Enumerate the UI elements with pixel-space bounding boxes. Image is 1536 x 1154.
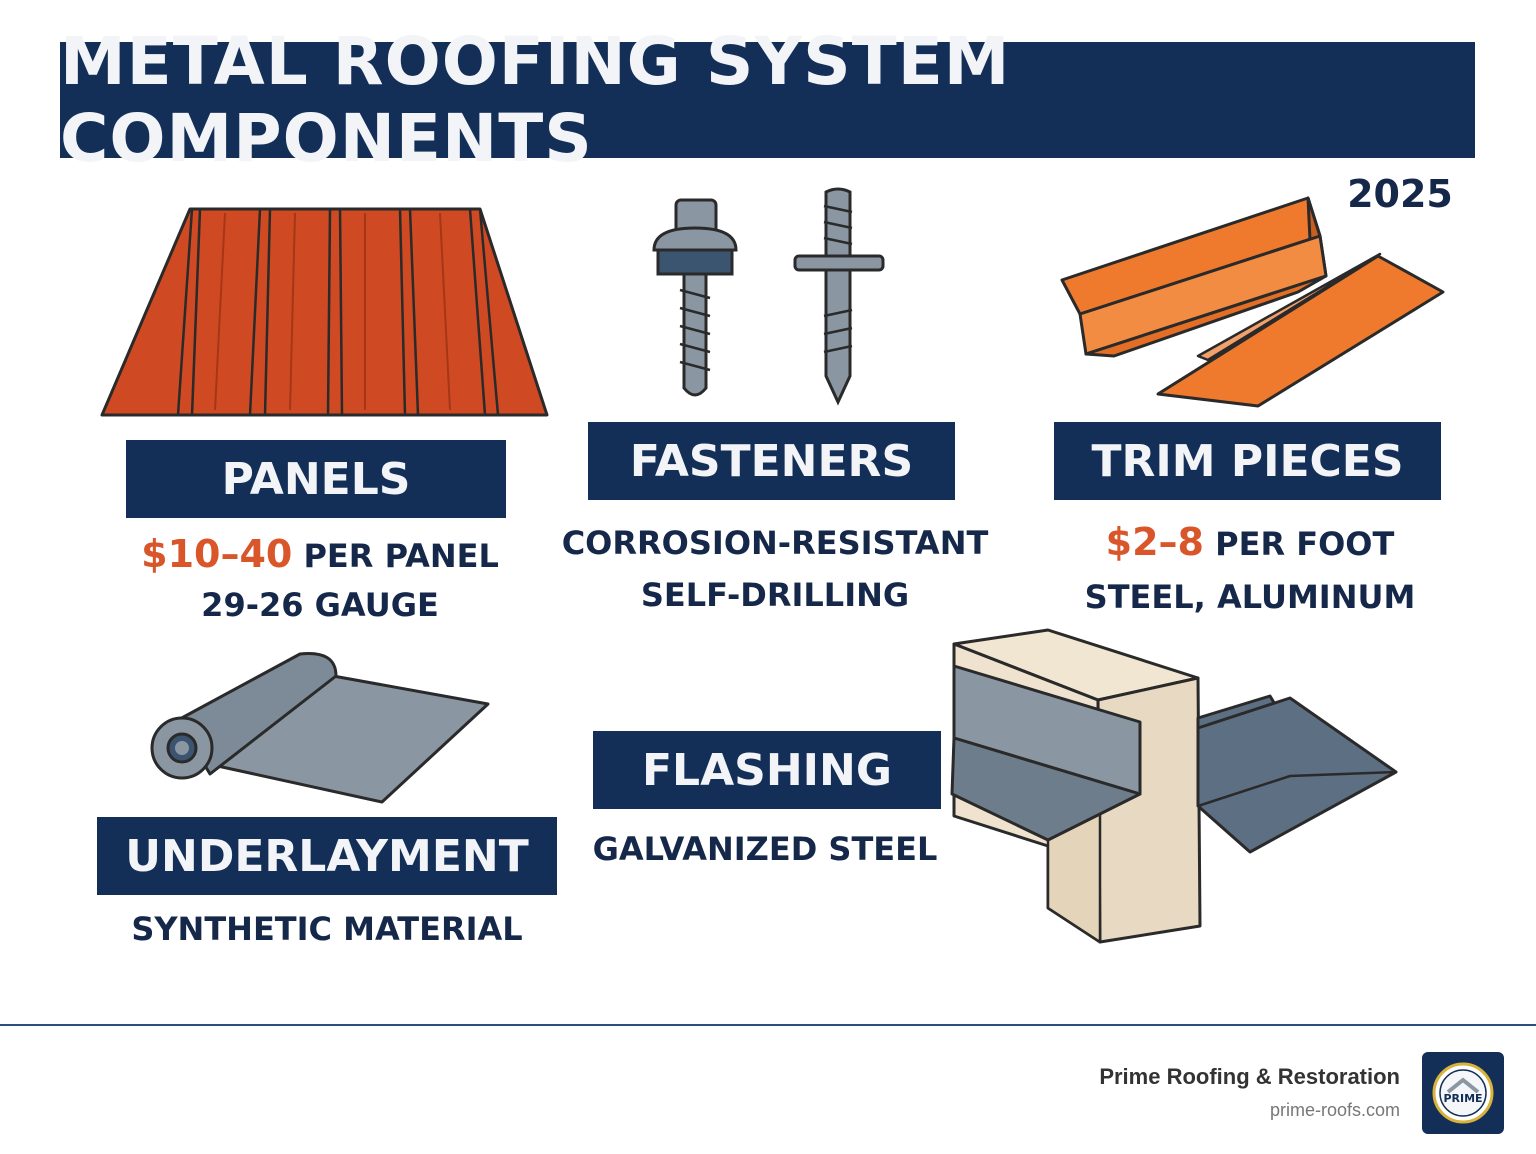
trim-price-suffix: PER FOOT xyxy=(1204,525,1395,563)
trim-price-line: $2–8 PER FOOT xyxy=(1030,520,1470,564)
screw-icon xyxy=(652,198,738,397)
underlayment-detail: SYNTHETIC MATERIAL xyxy=(131,910,523,948)
fasteners-line-2: SELF-DRILLING xyxy=(640,576,910,614)
flashing-corner-icon xyxy=(950,628,1398,944)
label-panels: PANELS xyxy=(126,440,506,518)
page-title: METAL ROOFING SYSTEM COMPONENTS xyxy=(60,23,1475,177)
metal-panel-icon xyxy=(100,207,549,417)
trim-detail: STEEL, ALUMINUM xyxy=(1084,578,1416,616)
label-underlayment: UNDERLAYMENT xyxy=(97,817,557,895)
underlayment-roll-icon xyxy=(150,651,490,804)
company-name: Prime Roofing & Restoration xyxy=(1099,1064,1400,1089)
logo-text: PRIME xyxy=(1443,1092,1482,1105)
year-label: 2025 xyxy=(1347,172,1453,216)
label-fasteners: FASTENERS xyxy=(588,422,955,500)
panels-price-suffix: PER PANEL xyxy=(292,537,499,575)
company-url[interactable]: prime-roofs.com xyxy=(1269,1100,1400,1120)
bolt-icon xyxy=(793,187,885,406)
trim-piece-icon xyxy=(1060,196,1445,408)
label-flashing: FLASHING xyxy=(593,731,941,809)
footer-divider xyxy=(0,1024,1536,1026)
panels-price: $10–40 xyxy=(141,532,293,576)
panels-price-line: $10–40 PER PANEL xyxy=(100,532,540,576)
prime-logo: PRIME xyxy=(1422,1052,1504,1134)
trim-price: $2–8 xyxy=(1105,520,1204,564)
fasteners-line-1: CORROSION-RESISTANT xyxy=(561,524,989,562)
panels-detail: 29-26 GAUGE xyxy=(201,586,439,624)
flashing-detail: GALVANIZED STEEL xyxy=(592,830,938,868)
label-trim-pieces: TRIM PIECES xyxy=(1054,422,1441,500)
